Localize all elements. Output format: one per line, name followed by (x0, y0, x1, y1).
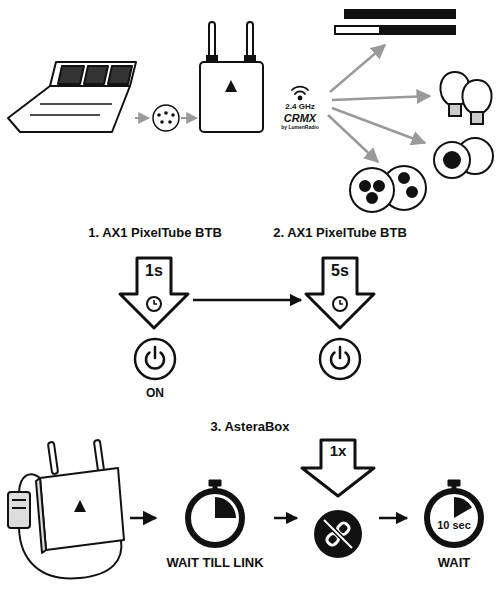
step-text: WAIT (410, 556, 498, 570)
clock-icon (147, 297, 161, 311)
flow-arrow (193, 299, 301, 302)
step-text: 5s (304, 262, 376, 280)
step-heading: 3. AsteraBox (211, 420, 290, 434)
step-text: WAIT TILL LINK (159, 556, 271, 570)
stopwatch-step: 10 secWAIT (410, 480, 498, 576)
link-button (314, 510, 362, 558)
press-step: 1x (300, 438, 376, 562)
press-step: 5s (304, 256, 376, 330)
power-button (320, 339, 360, 379)
flow-arrow (379, 517, 407, 520)
logo-text: 2.4 GHz (285, 103, 314, 112)
dmx-connector (153, 105, 179, 131)
stopwatch (188, 491, 242, 545)
logo-text: CRMX (284, 112, 316, 124)
asterabox-transmitter (200, 22, 263, 132)
step-heading: 2. AX1 PixelTube BTB (273, 226, 407, 240)
step-text: 1s (118, 262, 190, 280)
lighting-console (8, 62, 136, 132)
wifi-icon (292, 87, 308, 100)
power-step: ON (125, 335, 185, 411)
power-button (135, 339, 175, 379)
broadcast-arrows (328, 45, 430, 162)
stopwatch-step: WAIT TILL LINK (159, 480, 271, 576)
press-step: 1s (118, 256, 190, 330)
asterabox-with-cable (8, 440, 124, 579)
step-text: ON (125, 387, 185, 400)
step-heading: 1. AX1 PixelTube BTB (88, 226, 222, 240)
pixel-tubes (335, 10, 455, 34)
round-fixtures (350, 166, 426, 212)
par-lights (434, 138, 493, 178)
clock-icon (333, 297, 347, 311)
step-text: 10 sec (410, 519, 498, 531)
flow-arrow (274, 517, 297, 520)
logo-text: by LumenRadio (281, 125, 319, 131)
stopwatch (427, 491, 481, 545)
step-text: 1x (300, 443, 376, 460)
bulbs (440, 72, 491, 124)
